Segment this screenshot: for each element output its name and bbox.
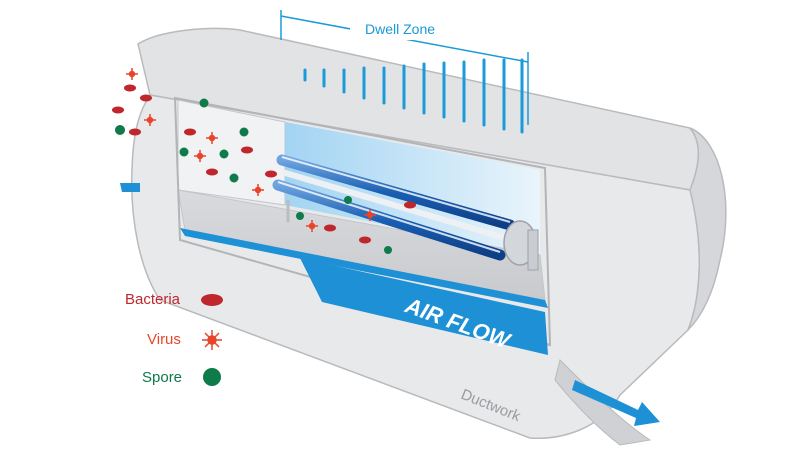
- particles: [112, 68, 416, 254]
- virus-icon: [364, 209, 376, 221]
- legend-label-virus: Virus: [147, 331, 181, 348]
- uv-glow-panel: [285, 122, 540, 255]
- virus-icon: [126, 68, 138, 80]
- bacteria-icon: [265, 170, 277, 178]
- dwell-zone: Dwell Zone: [280, 10, 529, 134]
- legend: Bacteria Virus Spore: [125, 291, 223, 386]
- spore-icon: [384, 246, 392, 254]
- legend-label-bacteria: Bacteria: [125, 291, 181, 308]
- virus-icon: [306, 220, 318, 232]
- lamp-bracket: [527, 229, 539, 271]
- bacteria-icon: [206, 168, 218, 176]
- virus-icon: [144, 114, 156, 126]
- airflow-inlet-arrow: [120, 183, 140, 192]
- interior-window-frame: [173, 96, 552, 347]
- bacteria-icon: [184, 128, 196, 136]
- bacteria-icon: [359, 236, 371, 244]
- bacteria-icon: [140, 94, 152, 102]
- spore-icon: [203, 368, 221, 386]
- bacteria-icon: [201, 294, 223, 306]
- spore-icon: [179, 147, 189, 157]
- duct-right-face: [687, 127, 727, 331]
- legend-label-spore: Spore: [142, 369, 182, 386]
- spore-icon: [199, 98, 209, 108]
- lamp-tube-lower-highlight: [277, 181, 501, 253]
- spore-icon: [219, 149, 229, 159]
- dwell-zone-label-bg: [350, 18, 450, 40]
- virus-icon: [206, 132, 218, 144]
- dwell-zone-label: Dwell Zone: [365, 21, 435, 37]
- lamp-tube-upper: [276, 154, 516, 231]
- lamp-rail: [281, 169, 513, 243]
- bacteria-icon: [129, 128, 141, 136]
- virus-icon: [252, 184, 264, 196]
- lamp-tube-upper-highlight: [281, 156, 511, 223]
- airflow-floor-stripe: [180, 228, 548, 308]
- bacteria-icon: [124, 84, 136, 92]
- airflow-outlet-arrow: [572, 380, 660, 426]
- dwell-zone-ticks: [303, 58, 524, 134]
- virus-icon: [194, 150, 206, 162]
- duct-interior: [173, 96, 552, 347]
- spore-icon: [344, 196, 352, 204]
- bacteria-icon: [404, 201, 416, 209]
- airflow-band: [300, 258, 548, 355]
- bacteria-icon: [324, 224, 336, 232]
- spore-icon: [115, 125, 125, 135]
- virus-icon: [202, 330, 222, 350]
- spore-icon: [239, 127, 249, 137]
- bacteria-icon: [241, 146, 253, 154]
- lamp-tube-lower: [272, 179, 506, 261]
- uv-lamp-assembly: [272, 154, 539, 271]
- spore-icon: [296, 212, 304, 220]
- bacteria-icon: [112, 106, 124, 114]
- spore-icon: [229, 173, 239, 183]
